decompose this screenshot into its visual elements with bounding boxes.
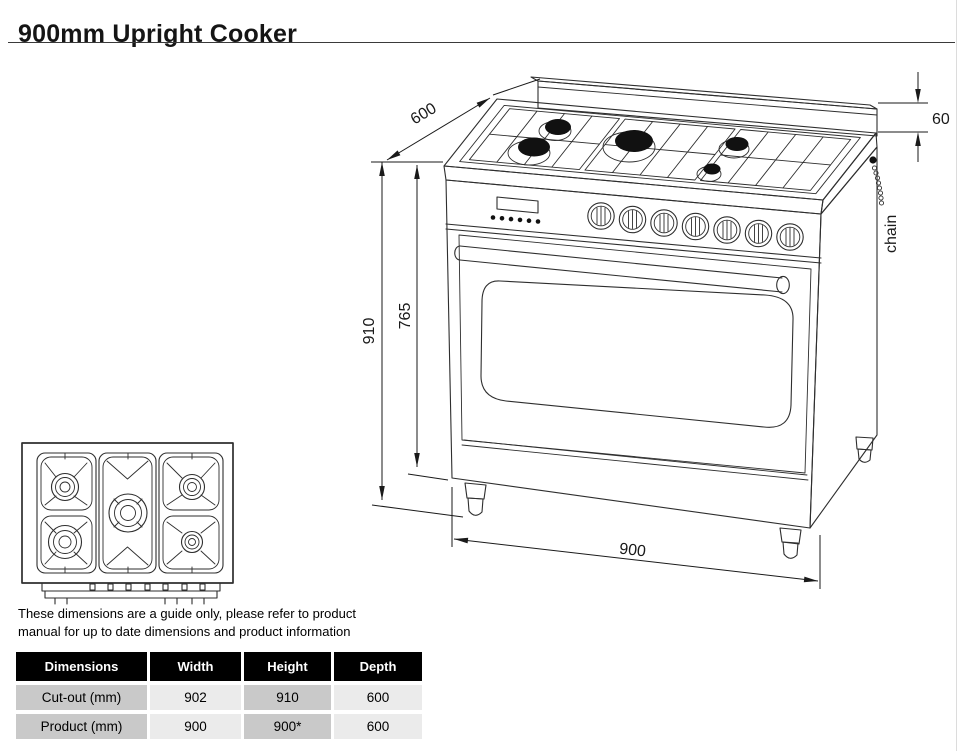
burner-right-rear (718, 137, 750, 159)
disclaimer-text: These dimensions are a guide only, pleas… (18, 605, 356, 640)
burner-right-front (696, 163, 722, 182)
header-height: Height (244, 652, 331, 681)
title-divider (8, 42, 955, 43)
anti-tilt-chain (869, 156, 885, 206)
dimension-label-splashback: 60 (932, 111, 950, 128)
cooktop-outline (21, 442, 234, 584)
product-label: Product (mm) (16, 714, 147, 739)
page-title: 900mm Upright Cooker (18, 19, 298, 48)
burner-center-wok (602, 130, 656, 163)
dimension-label-depth: 600 (408, 100, 440, 128)
top-view-burners (47, 472, 206, 560)
control-knobs (587, 202, 804, 251)
dimension-label-overall-height: 910 (361, 318, 378, 345)
product-width: 900 (150, 714, 241, 739)
dimension-annotations (371, 72, 928, 589)
page-right-edge (956, 0, 957, 751)
cooker-isometric-diagram: 600 60 910 765 900 chain (361, 72, 950, 589)
fascia-strip (41, 582, 221, 605)
product-depth: 600 (334, 714, 422, 739)
table-header-row: Dimensions Width Height Depth (16, 652, 422, 681)
dimension-label-body-height: 765 (397, 303, 414, 330)
disclaimer-line-2: manual for up to date dimensions and pro… (18, 623, 351, 639)
burner-left-front (507, 137, 551, 166)
header-dimensions: Dimensions (16, 652, 147, 681)
oven-door-window (480, 280, 794, 428)
cooker-legs (464, 436, 874, 559)
display-window (496, 196, 539, 214)
cutout-label: Cut-out (mm) (16, 685, 147, 710)
header-width: Width (150, 652, 241, 681)
cutout-height: 910 (244, 685, 331, 710)
control-panel (445, 196, 822, 264)
grate-frames (40, 452, 220, 574)
table-row-cutout: Cut-out (mm) 902 910 600 (16, 685, 422, 710)
disclaimer-line-1: These dimensions are a guide only, pleas… (18, 606, 356, 621)
table-row-product: Product (mm) 900 900* 600 (16, 714, 422, 739)
cutout-depth: 600 (334, 685, 422, 710)
header-depth: Depth (334, 652, 422, 681)
kick-strip (461, 439, 809, 481)
cooktop-top-view (21, 442, 234, 605)
oven-door-handle (454, 245, 790, 295)
indicator-lights (490, 215, 541, 224)
product-height: 900* (244, 714, 331, 739)
cooker-body (445, 146, 878, 529)
cooktop (443, 98, 878, 215)
dimension-label-width: 900 (618, 541, 647, 561)
oven-door (454, 234, 812, 474)
chain-label: chain (883, 215, 900, 253)
burner-left-rear (538, 119, 572, 141)
dimensions-table: Dimensions Width Height Depth Cut-out (m… (13, 648, 425, 743)
splashback (530, 76, 878, 137)
cutout-width: 902 (150, 685, 241, 710)
